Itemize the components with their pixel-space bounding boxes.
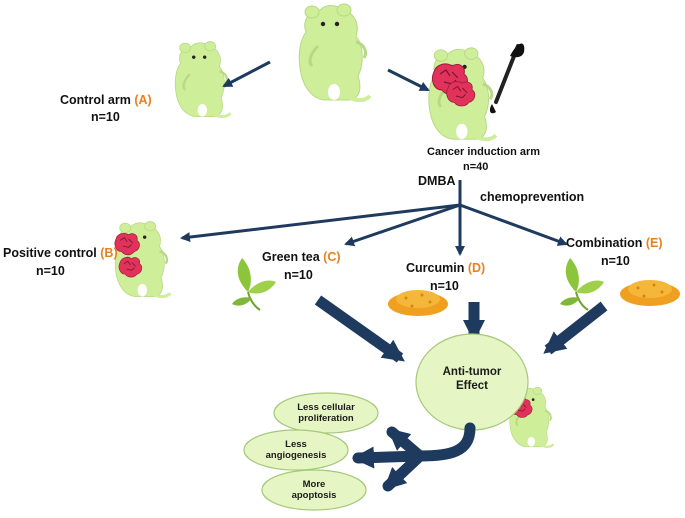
anti-tumor-effect-label: Anti-tumor Effect	[442, 366, 502, 392]
combination-powder-icon	[620, 280, 680, 306]
arrow-green-tea-to-effect	[314, 295, 405, 363]
green-tea-label: Green tea (C)	[262, 250, 341, 264]
rat-induction-icon	[426, 46, 498, 142]
curcumin-powder-icon	[388, 290, 448, 316]
positive-control-n: n=10	[36, 264, 65, 278]
combination-leaf-icon	[559, 257, 605, 311]
induction-arm-label: Cancer induction arm	[427, 146, 541, 158]
outcome-angiogenesis-ellipse	[243, 429, 349, 471]
rat-positive-icon	[113, 219, 172, 299]
arrow-to-combination	[459, 203, 568, 246]
positive-control-label: Positive control (B)	[3, 246, 118, 260]
arrow-to-green-tea	[344, 203, 461, 247]
combination-label: Combination (E)	[566, 236, 663, 250]
arrow-combination-to-effect	[543, 301, 608, 355]
chemoprevention-label: chemoprevention	[480, 190, 585, 204]
induction-arm-n: n=40	[463, 161, 489, 173]
control-arm-n: n=10	[91, 110, 120, 124]
rat-control-icon	[173, 40, 232, 119]
arrow-to-positive	[180, 203, 461, 243]
curcumin-label: Curcumin (D)	[406, 261, 486, 275]
combination-n: n=10	[601, 254, 630, 268]
outcome-apoptosis-ellipse	[261, 469, 367, 511]
arrow-to-control	[222, 60, 271, 88]
outcome-apoptosis-label: More apoptosis	[291, 479, 337, 502]
arrow-to-induction	[387, 68, 430, 92]
rat-top-icon	[297, 2, 372, 103]
outcome-proliferation-label: Less cellular proliferation	[297, 402, 355, 425]
curcumin-n: n=10	[430, 279, 459, 293]
outcome-proliferation-ellipse	[273, 392, 379, 434]
control-arm-label: Control arm (A)	[60, 93, 152, 107]
green-tea-n: n=10	[284, 268, 313, 282]
arrow-to-apoptosis	[382, 450, 426, 492]
dmba-label: DMBA	[418, 174, 456, 188]
arrow-to-proliferation	[386, 426, 426, 462]
paintbrush-icon	[489, 43, 525, 114]
green-tea-leaf-icon	[231, 257, 277, 311]
outcome-angiogenesis-label: Less angiogenesis	[265, 439, 327, 462]
